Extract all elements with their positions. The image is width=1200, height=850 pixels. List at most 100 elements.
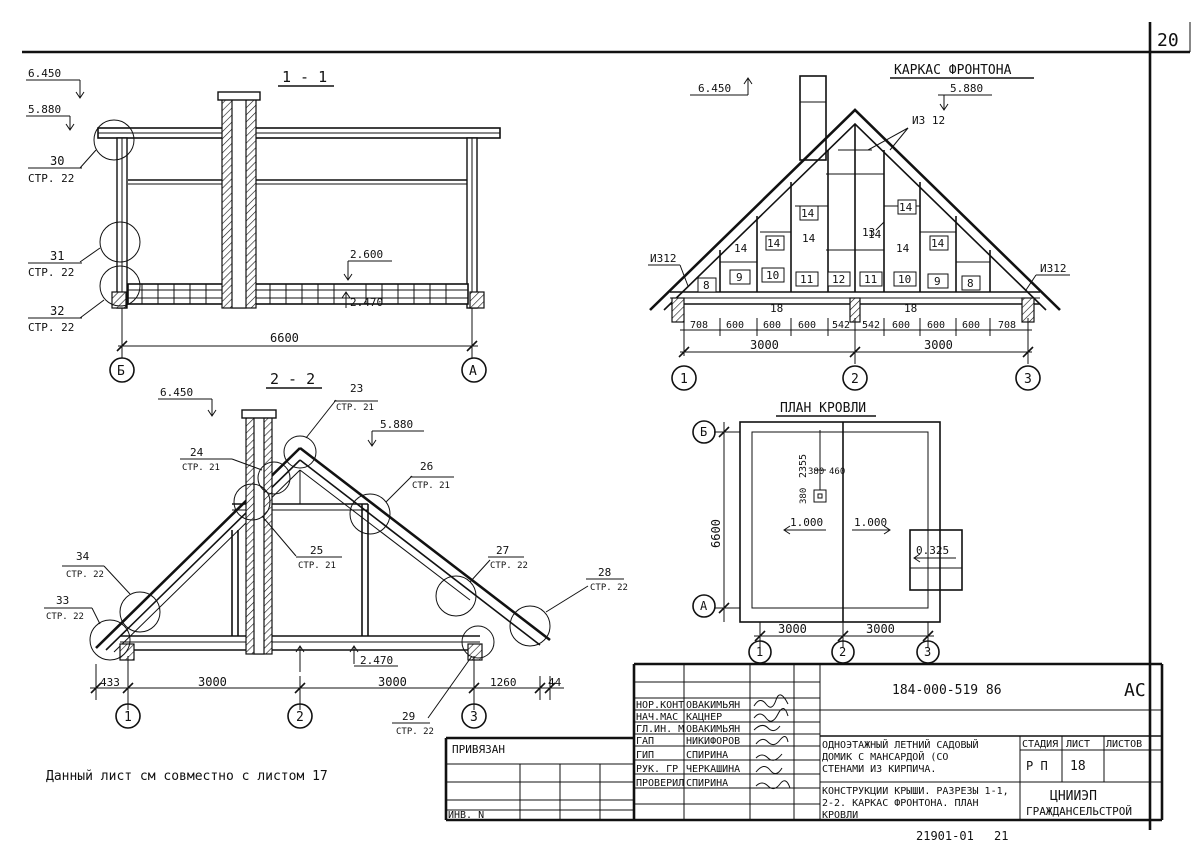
callout-23: 23 СТР. 21 xyxy=(305,382,378,439)
role-5: РУК. ГР xyxy=(636,764,678,775)
svg-text:8: 8 xyxy=(703,279,710,292)
dim-44: 44 xyxy=(548,676,562,689)
svg-text:542: 542 xyxy=(862,320,880,331)
svg-text:11: 11 xyxy=(864,273,877,286)
stage-label: СТАДИЯ xyxy=(1022,739,1058,750)
svg-text:8: 8 xyxy=(967,277,974,290)
level-mark-6450-b: 6.450 xyxy=(158,386,217,417)
org-name-1: ЦНИИЭП xyxy=(1050,789,1097,804)
svg-text:600: 600 xyxy=(892,320,910,331)
sheets-label: ЛИСТОВ xyxy=(1106,739,1142,750)
mark-iz12-right: ИЗ12 xyxy=(1025,262,1070,291)
roof-width-3000-a: 3000 xyxy=(778,622,807,636)
dim-6600: 6600 xyxy=(270,331,299,345)
axis-a: А xyxy=(469,364,477,379)
role-6: ПРОВЕРИЛ xyxy=(636,778,684,789)
svg-text:1.000: 1.000 xyxy=(790,516,823,529)
svg-text:27: 27 xyxy=(496,544,509,557)
svg-text:СТР. 22: СТР. 22 xyxy=(28,321,74,334)
level-mark-2470: 2.470 xyxy=(341,291,383,309)
svg-text:14: 14 xyxy=(868,228,882,241)
svg-text:14: 14 xyxy=(801,207,815,220)
svg-text:23: 23 xyxy=(350,382,363,395)
svg-text:6.450: 6.450 xyxy=(28,67,61,80)
gable-dims: 708 600 600 600 542 542 600 600 600 708 xyxy=(683,318,1029,364)
callout-33: 33 СТР. 22 xyxy=(44,594,101,625)
svg-text:10: 10 xyxy=(766,269,779,282)
panel-marks: 8 9 10 11 12 11 10 9 8 14 14 14 14 14 1 xyxy=(697,199,981,315)
signatures xyxy=(753,694,791,790)
sheet-label: ЛИСТ xyxy=(1066,739,1090,750)
callout-24: 24 СТР. 21 xyxy=(180,446,263,473)
svg-text:14: 14 xyxy=(734,242,748,255)
svg-text:СТР. 21: СТР. 21 xyxy=(182,463,220,473)
axis-1: 1 xyxy=(124,710,132,725)
callout-29: 29 СТР. 22 xyxy=(392,655,473,737)
svg-text:33: 33 xyxy=(56,594,69,607)
level-mark-5880: 5.880 xyxy=(26,103,75,131)
gable-chimney xyxy=(799,75,827,161)
section-2-2: 2 - 2 6.450 5.880 xyxy=(44,370,628,737)
project-title-1: ОДНОЭТАЖНЫЙ ЛЕТНИЙ САДОВЫЙ xyxy=(822,738,979,751)
name-2: ОВАКИМЬЯН xyxy=(686,724,740,735)
inv-label: ИНВ. N xyxy=(448,810,484,821)
roof-height-6600: 6600 xyxy=(709,519,723,548)
callout-31: 31 СТР. 22 xyxy=(28,249,82,279)
svg-text:14: 14 xyxy=(931,237,945,250)
svg-text:31: 31 xyxy=(50,249,64,263)
level-mark-6450-c: 6.450 xyxy=(690,77,753,96)
gable-axis-2: 2 xyxy=(851,372,859,387)
role-0: НОР.КОНТ xyxy=(636,700,684,711)
svg-text:30: 30 xyxy=(50,154,64,168)
callout-26: 26 СТР. 21 xyxy=(385,460,454,503)
svg-text:600: 600 xyxy=(962,320,980,331)
project-title-3: СТЕНАМИ ИЗ КИРПИЧА. xyxy=(822,764,936,775)
svg-text:18: 18 xyxy=(770,302,783,315)
svg-text:14: 14 xyxy=(899,201,913,214)
gable-dim-3000-a: 3000 xyxy=(750,338,779,352)
roof-plan: ПЛАН КРОВЛИ 2355 380 460 380 1.000 1.000… xyxy=(692,401,963,664)
name-0: ОВАКИМЬЯН xyxy=(686,700,740,711)
mark-iz12-top: ИЗ 12 xyxy=(867,114,945,151)
svg-text:10: 10 xyxy=(898,273,911,286)
callout-34: 34 СТР. 22 xyxy=(62,550,131,595)
callout-32: 32 СТР. 22 xyxy=(28,304,82,334)
svg-text:708: 708 xyxy=(998,320,1016,331)
svg-text:9: 9 xyxy=(934,275,941,288)
dim-3000-b: 3000 xyxy=(378,675,407,689)
svg-text:28: 28 xyxy=(598,566,611,579)
roof-plan-title: ПЛАН КРОВЛИ xyxy=(780,401,866,416)
doc-mark: АС xyxy=(1124,680,1146,701)
roof-dim-460: 460 xyxy=(829,467,845,477)
roof-axis-a: А xyxy=(700,599,708,613)
svg-text:1.000: 1.000 xyxy=(854,516,887,529)
svg-text:5.880: 5.880 xyxy=(950,82,983,95)
privyazan-label: ПРИВЯЗАН xyxy=(452,743,505,756)
level-mark-2600: 2.600 xyxy=(343,248,392,281)
gable-studs xyxy=(719,124,991,292)
level-mark-5880-c: 5.880 xyxy=(938,82,992,111)
svg-text:6.450: 6.450 xyxy=(160,386,193,399)
name-5: ЧЕРКАШИНА xyxy=(686,764,740,775)
svg-text:0.325: 0.325 xyxy=(916,544,949,557)
sheet-value: 18 xyxy=(1070,759,1086,774)
svg-text:29: 29 xyxy=(402,710,415,723)
svg-text:542: 542 xyxy=(832,320,850,331)
level-mark-5880-b: 5.880 xyxy=(367,418,424,447)
role-2: ГЛ.ИН. М xyxy=(636,724,684,735)
svg-text:600: 600 xyxy=(763,320,781,331)
slope-left: 1.000 xyxy=(783,516,826,535)
dim-3000-a: 3000 xyxy=(198,675,227,689)
svg-text:600: 600 xyxy=(798,320,816,331)
svg-text:600: 600 xyxy=(726,320,744,331)
svg-text:СТР. 22: СТР. 22 xyxy=(28,266,74,279)
signature-grid xyxy=(634,664,1162,820)
gable-frame: КАРКАС ФРОНТОНА 6.450 5.880 xyxy=(648,63,1070,391)
callout-28: 28 СТР. 22 xyxy=(545,566,628,613)
level-mark-2470-b: 2.470 xyxy=(349,645,398,667)
name-3: НИКИФОРОВ xyxy=(686,736,740,747)
svg-text:5.880: 5.880 xyxy=(380,418,413,431)
name-1: КАЦНЕР xyxy=(686,712,722,723)
gable-frame-title: КАРКАС ФРОНТОНА xyxy=(894,63,1012,78)
